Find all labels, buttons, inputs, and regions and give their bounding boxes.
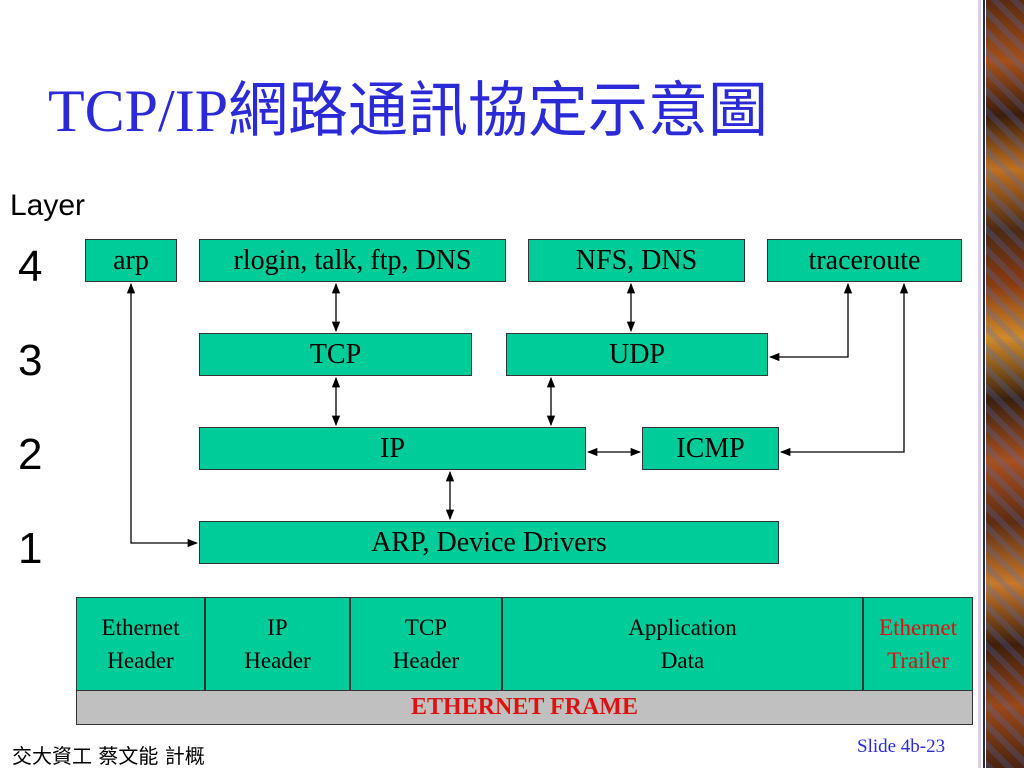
tcp-box: TCP (199, 333, 472, 376)
traceroute-box: traceroute (767, 239, 962, 282)
layer-number-2: 2 (18, 430, 43, 479)
frame-cell-line: Header (244, 648, 311, 673)
ethernet-frame-caption: ETHERNET FRAME (76, 690, 973, 725)
frame-cell-line: TCP (404, 615, 448, 640)
frame-cell-tcp-header: TCP Header (350, 597, 502, 691)
layer-axis-label: Layer (10, 189, 86, 222)
nfs-dns-box: NFS, DNS (528, 239, 745, 282)
frame-cell-line: Header (392, 648, 460, 673)
traceroute-udp-arrow (768, 282, 853, 362)
arp-box: arp (85, 239, 177, 282)
frame-cell-line: Data (660, 648, 705, 673)
frame-cell-line: Application (628, 615, 737, 640)
frame-cell-line: Ethernet (101, 615, 180, 640)
frame-cell-ethernet-trailer: Ethernet Trailer (863, 597, 973, 691)
traceroute-icmp-arrow (779, 282, 909, 457)
frame-cell-line: Header (107, 648, 174, 673)
ip-box: IP (199, 427, 586, 470)
app-protocols-box: rlogin, talk, ftp, DNS (199, 239, 506, 282)
slide-number: Slide 4b-23 (857, 736, 946, 757)
layer-number-1: 1 (18, 524, 43, 573)
decorative-side-bar (986, 0, 1024, 768)
frame-cell-line: Ethernet (879, 615, 957, 640)
frame-cell-line: IP (267, 615, 288, 640)
footer-course-label: 交大資工 蔡文能 計概 (12, 744, 205, 768)
udp-box: UDP (506, 333, 768, 376)
arp-drivers-arrow (126, 282, 199, 548)
frame-cell-ethernet-header: Ethernet Header (76, 597, 205, 691)
slide-title: TCP/IP網路通訊協定示意圖 (48, 78, 769, 144)
icmp-box: ICMP (642, 427, 779, 470)
frame-cell-application-data: Application Data (502, 597, 863, 691)
ethernet-frame-table: Ethernet Header IP Header TCP Header App… (76, 597, 973, 725)
layer-number-4: 4 (18, 242, 43, 291)
side-divider-dark (983, 0, 985, 768)
device-drivers-box: ARP, Device Drivers (199, 521, 779, 564)
side-divider-light (978, 0, 981, 768)
layer-number-3: 3 (18, 336, 43, 385)
frame-cell-ip-header: IP Header (205, 597, 350, 691)
ethernet-frame-fields: Ethernet Header IP Header TCP Header App… (76, 597, 973, 691)
frame-cell-line: Trailer (887, 648, 949, 673)
